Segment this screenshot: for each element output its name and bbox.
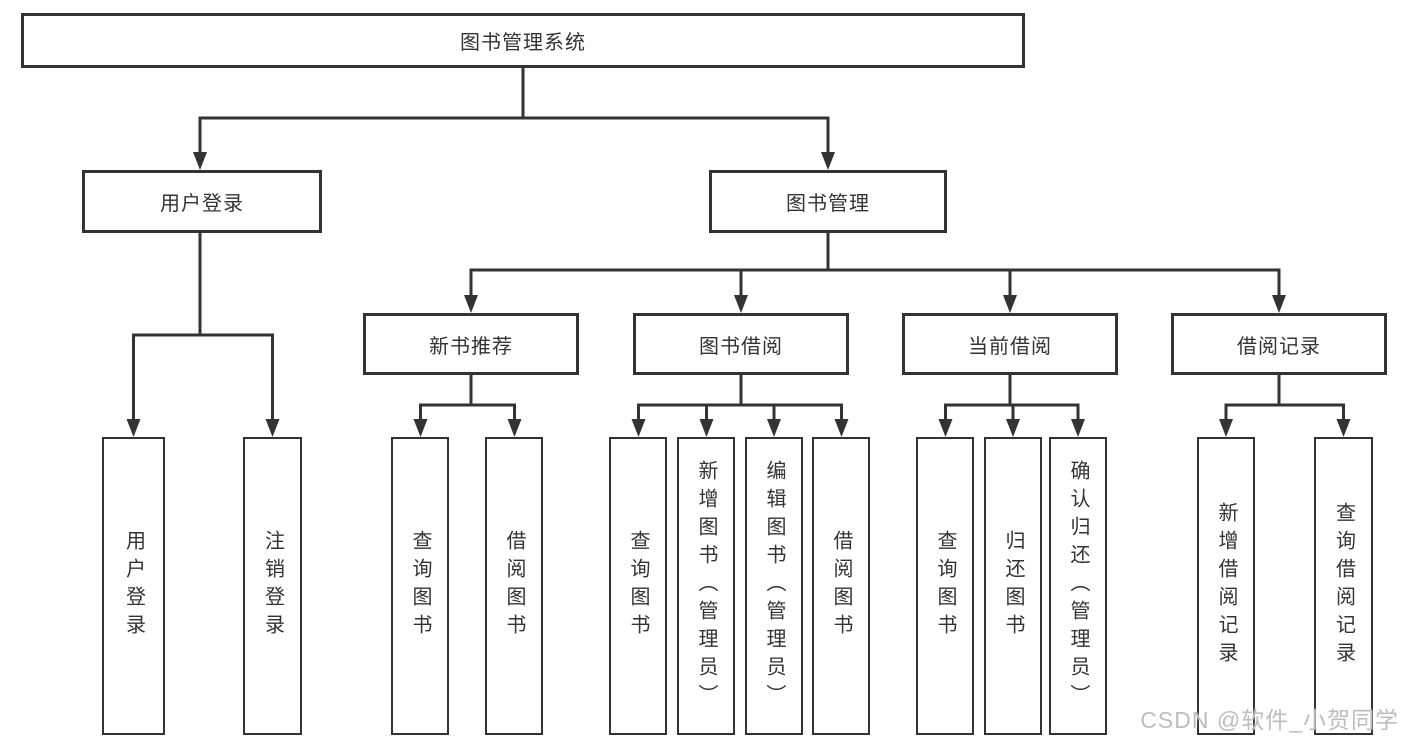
arrowhead <box>938 419 953 437</box>
arrowhead <box>1336 419 1351 437</box>
node-new-book-recommend: 新书推荐 <box>363 313 579 375</box>
leaf-recommend-borrow-books: 借阅图书 <box>485 437 543 735</box>
leaf-borrow-borrow-books: 借阅图书 <box>812 437 870 735</box>
arrowhead <box>507 419 522 437</box>
csdn-watermark: CSDN @软件_小贺同学 <box>1140 707 1399 733</box>
leaf-records-query-record: 查询借阅记录 <box>1314 437 1373 735</box>
arrowhead <box>834 419 849 437</box>
leaf-current-confirm-return-admin: 确认归还（管理员） <box>1049 437 1107 735</box>
leaf-records-add-record: 新增借阅记录 <box>1197 437 1255 735</box>
arrowhead <box>1003 295 1017 313</box>
node-user-login: 用户登录 <box>82 170 322 233</box>
arrowhead <box>1219 419 1233 437</box>
leaf-recommend-query-books: 查询图书 <box>391 437 449 735</box>
node-current-borrow: 当前借阅 <box>902 313 1118 375</box>
node-borrow-records: 借阅记录 <box>1171 313 1387 375</box>
arrowhead <box>1071 419 1085 437</box>
node-book-borrow: 图书借阅 <box>633 313 849 375</box>
arrowhead <box>767 419 781 437</box>
arrowhead <box>821 152 835 170</box>
arrowhead <box>699 419 714 437</box>
arrowhead <box>734 295 748 313</box>
arrowhead <box>1272 295 1286 313</box>
leaf-current-return-books: 归还图书 <box>984 437 1042 735</box>
leaf-borrow-query-books: 查询图书 <box>609 437 667 735</box>
leaf-logout: 注销登录 <box>243 437 302 735</box>
node-root-library-system: 图书管理系统 <box>21 13 1025 68</box>
arrowhead <box>265 419 280 437</box>
arrowhead <box>1006 419 1020 437</box>
arrowhead <box>464 295 478 313</box>
arrowhead <box>631 419 646 437</box>
arrowhead <box>126 419 141 437</box>
arrowhead <box>193 152 207 170</box>
node-book-management: 图书管理 <box>709 170 947 233</box>
leaf-user-login: 用户登录 <box>102 437 165 735</box>
leaf-borrow-edit-books-admin: 编辑图书（管理员） <box>745 437 803 735</box>
leaf-borrow-add-books-admin: 新增图书（管理员） <box>677 437 735 735</box>
leaf-current-query-books: 查询图书 <box>916 437 974 735</box>
arrowhead <box>413 419 428 437</box>
